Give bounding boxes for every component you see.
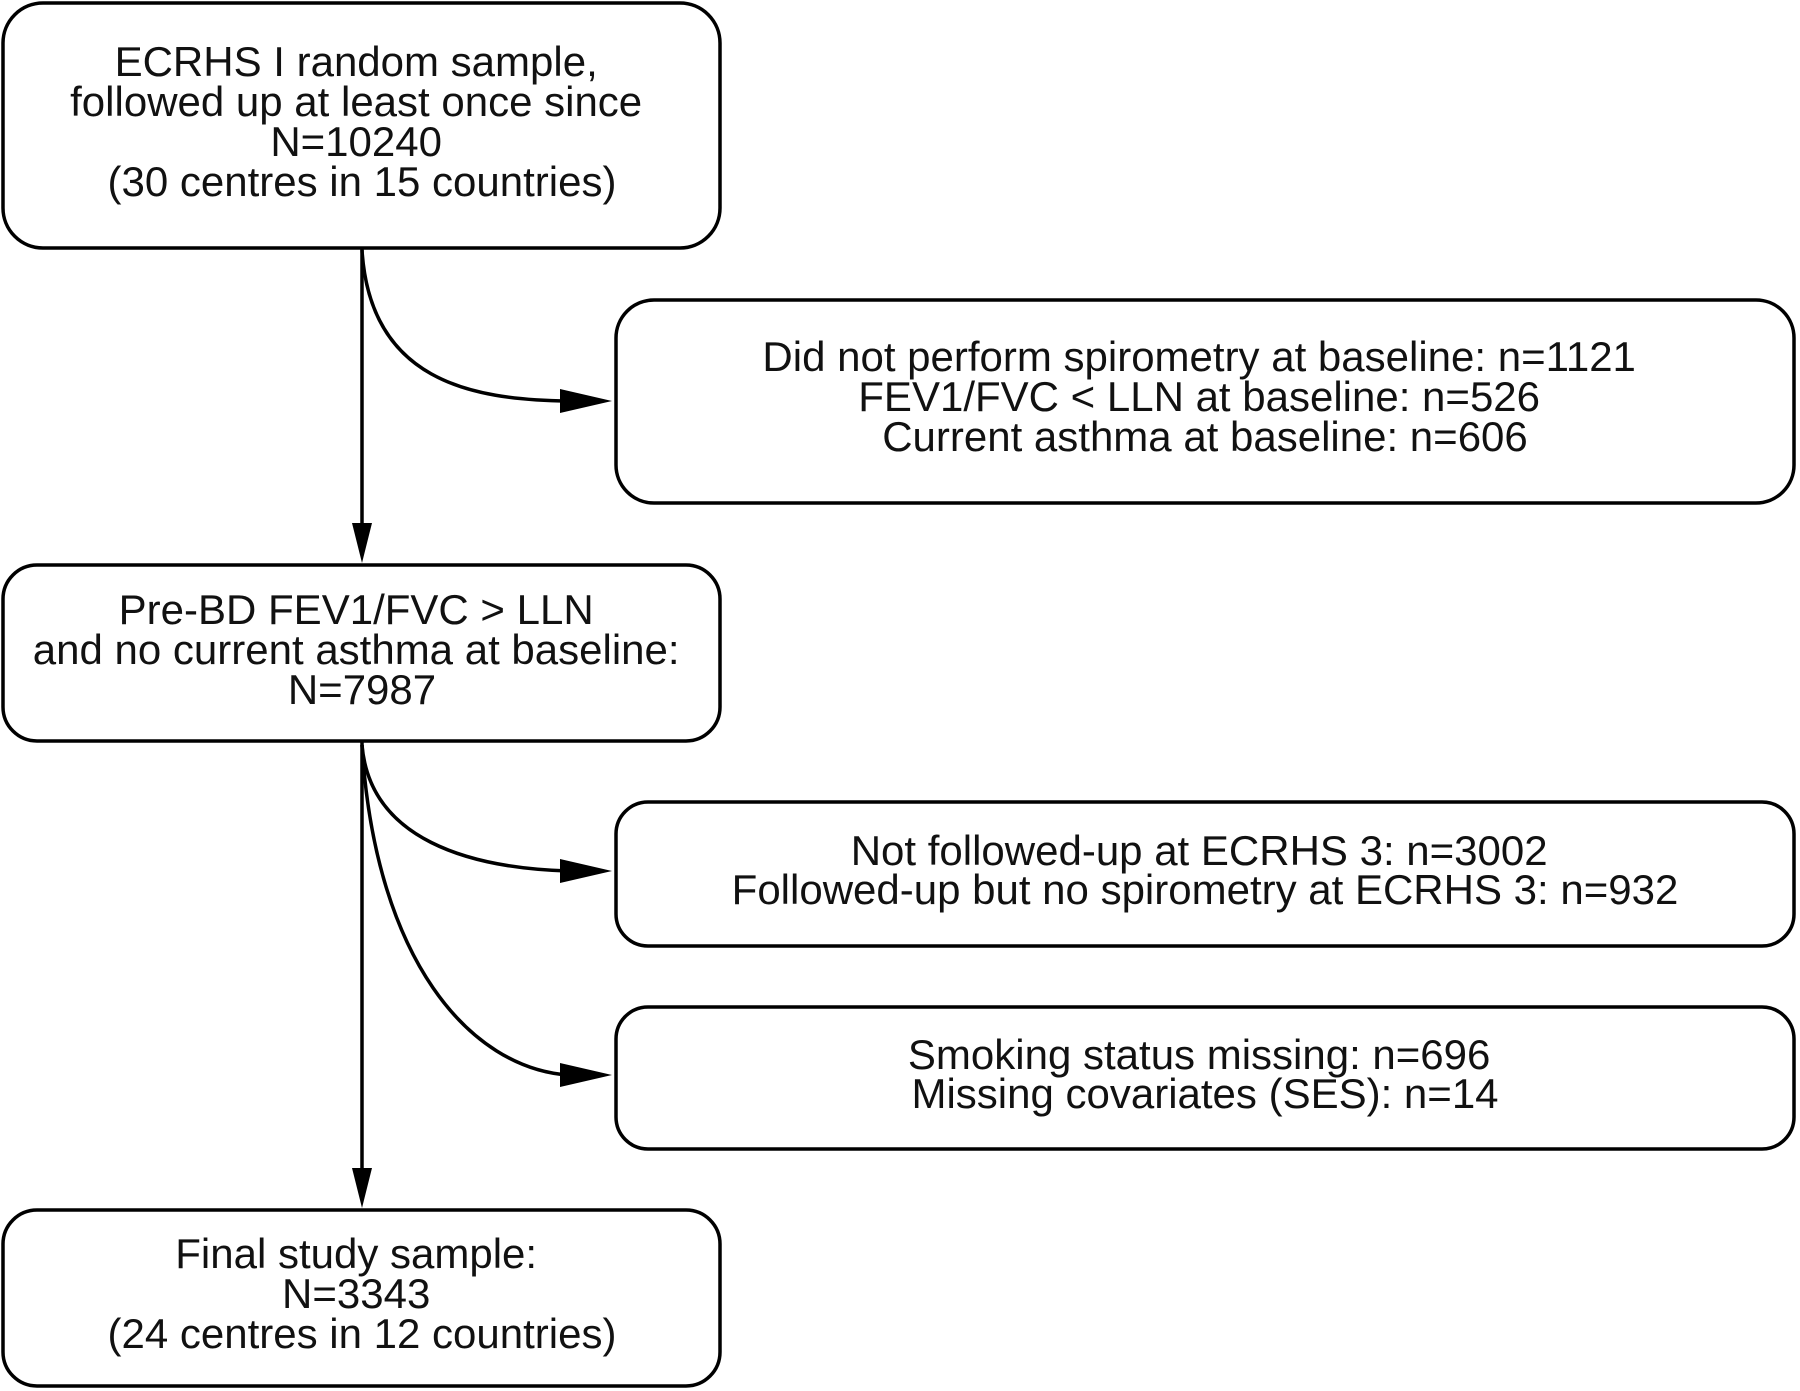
- node-pre-bd-normal: Pre-BD FEV1/FVC > LLN and no current ast…: [1, 563, 722, 743]
- arrowhead-prebd: [352, 523, 372, 563]
- node-exclusion-missing-text: Smoking status missing: n=696 Missing co…: [908, 1031, 1502, 1117]
- node-final-sample: Final study sample: N=3343 (24 centres i…: [1, 1208, 722, 1388]
- node-exclusion-missing: Smoking status missing: n=696 Missing co…: [614, 1005, 1796, 1151]
- arrowhead-excl3: [560, 1063, 612, 1087]
- node-pre-bd-line: N=7987: [288, 666, 436, 713]
- node-ecrhs1-line: N=10240: [270, 118, 442, 165]
- node-exclusion-followup-line: Not followed-up at ECRHS 3: n=3002: [851, 827, 1548, 874]
- edge-prebd-to-excl3: [360, 744, 569, 1077]
- arrowhead-final: [352, 1168, 372, 1208]
- node-ecrhs1-line: followed up at least once since: [70, 78, 642, 125]
- node-ecrhs1-text: ECRHS I random sample, followed up at le…: [70, 38, 654, 205]
- node-final-line: N=3343: [282, 1270, 430, 1317]
- node-exclusion-baseline-line: Did not perform spirometry at baseline: …: [762, 333, 1636, 380]
- node-exclusion-followup-text: Not followed-up at ECRHS 3: n=3002 Follo…: [732, 827, 1679, 913]
- arrowhead-excl2: [560, 859, 612, 883]
- node-ecrhs1-line: ECRHS I random sample,: [115, 38, 598, 85]
- node-exclusion-baseline: Did not perform spirometry at baseline: …: [614, 298, 1796, 505]
- node-exclusion-baseline-text: Did not perform spirometry at baseline: …: [762, 333, 1647, 460]
- node-final-line: (24 centres in 12 countries): [108, 1310, 617, 1357]
- node-final-text: Final study sample: N=3343 (24 centres i…: [108, 1230, 617, 1357]
- edges: [352, 248, 612, 1208]
- node-pre-bd-text: Pre-BD FEV1/FVC > LLN and no current ast…: [33, 586, 691, 713]
- arrowhead-excl1: [560, 389, 612, 413]
- node-pre-bd-line: Pre-BD FEV1/FVC > LLN: [119, 586, 594, 633]
- node-exclusion-missing-line: Smoking status missing: n=696: [908, 1031, 1490, 1078]
- node-exclusion-followup-line: Followed-up but no spirometry at ECRHS 3…: [732, 866, 1679, 913]
- edge-prebd-to-excl2: [360, 744, 569, 873]
- node-final-line: Final study sample:: [175, 1230, 537, 1277]
- node-pre-bd-line: and no current asthma at baseline:: [33, 626, 680, 673]
- node-ecrhs1-line: (30 centres in 15 countries): [108, 158, 617, 205]
- node-exclusion-baseline-line: Current asthma at baseline: n=606: [882, 413, 1528, 460]
- node-exclusion-baseline-line: FEV1/FVC < LLN at baseline: n=526: [858, 373, 1540, 420]
- node-exclusion-followup: Not followed-up at ECRHS 3: n=3002 Follo…: [614, 800, 1796, 948]
- node-exclusion-missing-line: Missing covariates (SES): n=14: [911, 1070, 1498, 1117]
- node-ecrhs1-sample: ECRHS I random sample, followed up at le…: [1, 1, 722, 250]
- edge-ecrhs1-to-excl1: [360, 249, 569, 403]
